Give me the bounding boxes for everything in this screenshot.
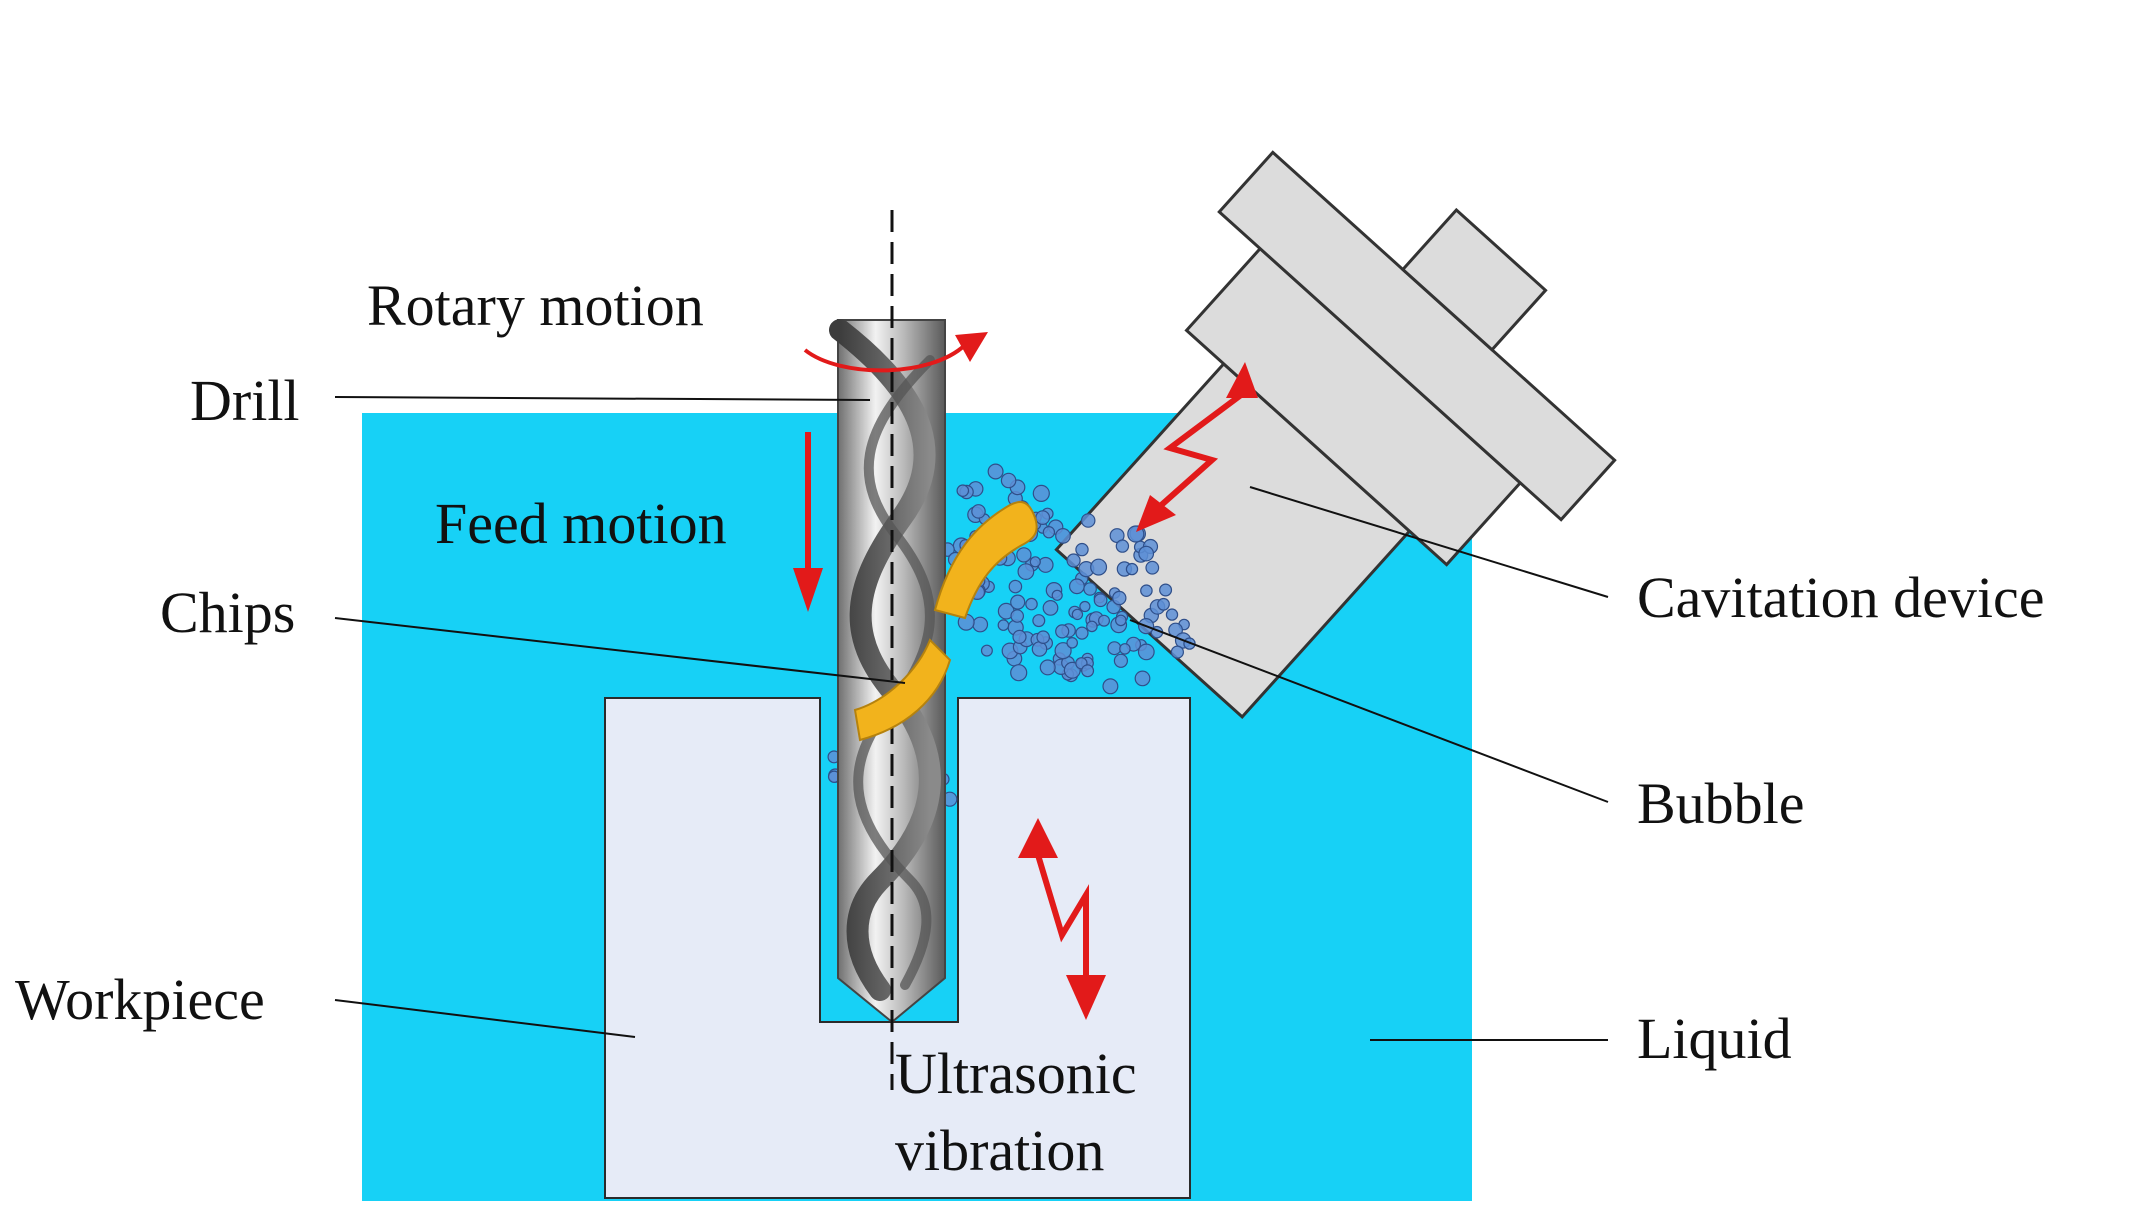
- feed-motion-arrowhead: [793, 568, 823, 612]
- leader-chips: [334, 617, 906, 684]
- bubble: [1071, 608, 1084, 621]
- bubble: [1079, 600, 1091, 613]
- bubble: [1010, 664, 1028, 682]
- rotary-arrowhead: [955, 332, 988, 362]
- bubble: [1145, 560, 1160, 575]
- device-vibration-arrowhead-top: [1226, 362, 1258, 398]
- bubble: [1054, 642, 1072, 660]
- bubble: [1170, 645, 1185, 659]
- bubble: [1039, 659, 1056, 676]
- bubble: [1035, 510, 1051, 525]
- bubble: [1159, 583, 1173, 597]
- bubble: [1119, 643, 1131, 655]
- bubble: [1029, 556, 1041, 568]
- bubble: [1042, 600, 1059, 616]
- leader-bubble: [1129, 619, 1609, 803]
- bubble: [1083, 582, 1097, 596]
- bubble: [1090, 558, 1108, 576]
- label-drill: Drill: [190, 368, 300, 433]
- bubble: [1032, 484, 1050, 502]
- label-ultrasonic-line2: vibration: [895, 1118, 1104, 1183]
- bubble: [1010, 594, 1026, 610]
- bubble: [1080, 513, 1096, 528]
- bubble: [1075, 542, 1089, 557]
- bubble: [1031, 641, 1048, 657]
- bubble: [1017, 563, 1035, 580]
- drill-flute-1: [829, 319, 941, 1001]
- workpiece-block: [604, 697, 1191, 1199]
- device-vibration-zigzag: [1156, 392, 1243, 511]
- label-rotary-motion: Rotary motion: [367, 273, 704, 338]
- bubble: [1138, 545, 1155, 562]
- bubble: [1036, 630, 1050, 644]
- bubble: [1042, 526, 1056, 539]
- chip-upper: [933, 501, 1038, 620]
- bubble: [1012, 629, 1027, 645]
- bubble: [1165, 608, 1179, 621]
- bubble: [1032, 614, 1046, 628]
- bubble: [1140, 584, 1153, 597]
- bubble: [971, 504, 986, 519]
- bubble: [1000, 472, 1017, 489]
- bubble: [1016, 547, 1032, 563]
- bubble: [1157, 597, 1170, 611]
- bubble: [1115, 539, 1130, 553]
- bubble: [1115, 614, 1127, 627]
- workpiece-vibration-arrowhead-top: [1018, 818, 1058, 858]
- workpiece-vibration-zigzag: [1035, 854, 1089, 980]
- bubble: [1102, 678, 1119, 695]
- device-vibration-arrowhead-bottom: [1136, 495, 1176, 532]
- bubble: [1113, 653, 1129, 668]
- device-cap: [1400, 207, 1548, 352]
- workpiece-vibration-arrowhead-bottom: [1066, 975, 1106, 1020]
- bubble: [1093, 593, 1108, 608]
- bubble: [1137, 643, 1155, 661]
- bubble: [1066, 553, 1081, 568]
- bubble: [1010, 609, 1024, 623]
- bubble: [972, 616, 989, 633]
- bubble: [997, 619, 1010, 631]
- bubble: [1134, 670, 1151, 687]
- label-chips: Chips: [160, 580, 295, 645]
- label-ultrasonic-line1: Ultrasonic: [895, 1041, 1137, 1106]
- rotary-motion-arrow: [803, 343, 967, 373]
- label-liquid: Liquid: [1637, 1006, 1792, 1071]
- leader-cavitation: [1249, 486, 1609, 598]
- bubble: [1075, 626, 1089, 640]
- chip-lower: [853, 638, 952, 742]
- leader-drill: [334, 396, 871, 401]
- bubble: [1008, 579, 1023, 594]
- bubble: [1086, 620, 1098, 633]
- bubble: [1025, 597, 1038, 611]
- label-feed-motion: Feed motion: [435, 491, 727, 556]
- bubble: [1055, 624, 1070, 639]
- bubble: [1112, 590, 1127, 606]
- bubble: [1055, 528, 1071, 544]
- bubble: [987, 463, 1004, 480]
- bubble: [1097, 614, 1110, 627]
- bubble: [1051, 589, 1063, 601]
- bubble: [1068, 578, 1085, 595]
- bubble: [1125, 562, 1139, 576]
- bubble: [1066, 636, 1078, 649]
- label-bubble: Bubble: [1637, 771, 1805, 836]
- bubble: [980, 644, 993, 657]
- leader-workpiece: [334, 999, 636, 1038]
- bubble: [1081, 664, 1095, 678]
- bubble: [956, 484, 970, 497]
- label-workpiece: Workpiece: [15, 967, 265, 1032]
- leader-lines: [334, 396, 1609, 1041]
- bubble: [1107, 641, 1122, 656]
- label-cavitation-device: Cavitation device: [1637, 565, 2044, 630]
